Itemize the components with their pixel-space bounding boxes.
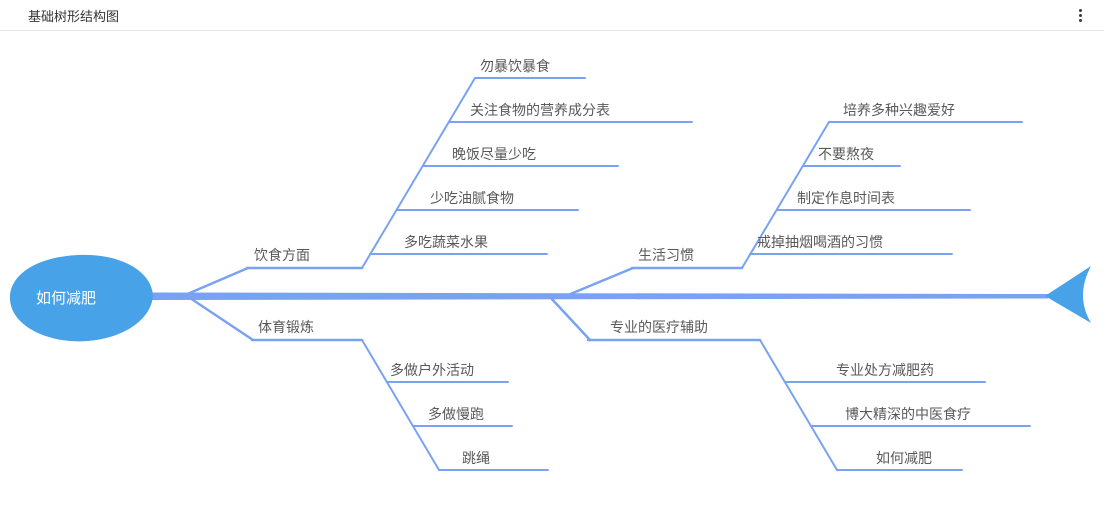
child-node[interactable]: 少吃油腻食物 [430, 190, 514, 206]
branch-rib-line [759, 339, 838, 471]
more-options-button[interactable] [1073, 4, 1088, 27]
branch-node[interactable]: 饮食方面 [254, 247, 310, 263]
child-node[interactable]: 博大精深的中医食疗 [845, 406, 971, 422]
child-node[interactable]: 多做慢跑 [428, 406, 484, 422]
child-node[interactable]: 勿暴饮暴食 [480, 58, 550, 74]
branch-rib-line [361, 339, 440, 471]
child-node[interactable]: 戒掉抽烟喝酒的习惯 [757, 234, 883, 250]
branch-rib-line [361, 77, 476, 269]
branch-node[interactable]: 生活习惯 [638, 247, 694, 263]
child-node[interactable]: 专业处方减肥药 [836, 362, 934, 378]
branch-line [548, 295, 592, 342]
branch-rib-line [741, 121, 830, 269]
branch-node[interactable]: 体育锻炼 [258, 319, 314, 335]
branch-line [188, 296, 255, 342]
root-node-shape[interactable] [9, 254, 153, 342]
child-node[interactable]: 培养多种兴趣爱好 [843, 102, 955, 118]
page-title: 基础树形结构图 [28, 8, 120, 24]
child-node[interactable]: 晚饭尽量少吃 [452, 146, 536, 162]
child-node[interactable]: 如何减肥 [876, 450, 932, 466]
child-node[interactable]: 不要熬夜 [818, 146, 874, 162]
kebab-menu-icon [1079, 13, 1082, 17]
child-node[interactable]: 制定作息时间表 [797, 190, 895, 206]
child-node[interactable]: 多吃蔬菜水果 [404, 234, 488, 250]
branch-node[interactable]: 专业的医疗辅助 [610, 319, 708, 335]
root-node[interactable]: 如何减肥 [36, 289, 97, 307]
child-node[interactable]: 关注食物的营养成分表 [470, 102, 610, 118]
branch-line [566, 266, 635, 297]
diagram-canvas: 如何减肥 饮食方面 勿暴饮暴食 关注食物的营养成分表 晚饭尽量少吃 少吃油腻食物… [0, 32, 1104, 528]
app-header: 基础树形结构图 [0, 0, 1104, 31]
kebab-menu-icon [1079, 8, 1082, 12]
tail-arrow-icon [1045, 266, 1091, 323]
child-node[interactable]: 多做户外活动 [390, 362, 474, 378]
kebab-menu-icon [1079, 18, 1082, 22]
mindmap-lines-layer [9, 77, 1091, 471]
branch-line [183, 266, 250, 297]
spine-line [148, 292, 1048, 300]
child-node[interactable]: 跳绳 [462, 450, 490, 466]
